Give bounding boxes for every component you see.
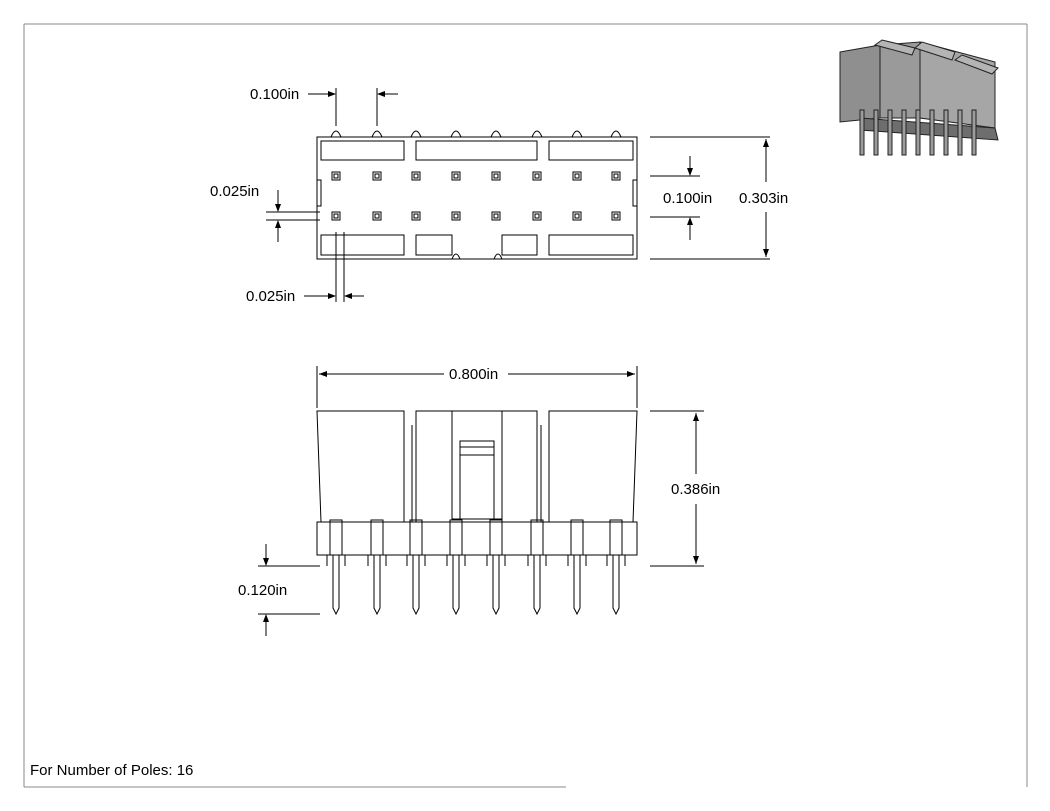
- pin-shroud: [449, 519, 463, 556]
- pin-pad-inner: [574, 173, 580, 179]
- pin-shroud: [609, 519, 623, 556]
- pin-pad: [372, 211, 382, 221]
- dim-total-length: 0.800in: [449, 366, 498, 383]
- model-pin: [901, 109, 907, 156]
- pin-lead: [612, 555, 620, 616]
- drawing-frame: [23, 23, 1028, 788]
- top-notch: [330, 130, 342, 138]
- dim-pad-size-left: 0.025in: [210, 183, 259, 200]
- dimension-arrows: [263, 91, 769, 622]
- top-notch: [490, 130, 502, 138]
- pin-pad-inner: [493, 213, 499, 219]
- pin-pad-inner: [333, 173, 339, 179]
- pin-pad-inner: [534, 173, 540, 179]
- top-notch: [410, 130, 422, 138]
- top-notch: [371, 130, 383, 138]
- pin-pad: [491, 171, 501, 181]
- pin-pad-inner: [374, 173, 380, 179]
- model-pin: [943, 109, 949, 156]
- pin-lead: [412, 555, 420, 616]
- pin-pad: [611, 211, 621, 221]
- pin-pad: [532, 211, 542, 221]
- model-pin: [859, 109, 865, 156]
- top-notch: [571, 130, 583, 138]
- pin-pad: [572, 211, 582, 221]
- top-notch: [610, 130, 622, 138]
- model-pin: [873, 109, 879, 156]
- pin-shroud: [530, 519, 544, 556]
- pin-pad: [411, 171, 421, 181]
- front-view: [316, 410, 638, 616]
- pin-pad-inner: [374, 213, 380, 219]
- pin-pad-inner: [453, 173, 459, 179]
- pin-shroud: [570, 519, 584, 556]
- top-notch: [531, 130, 543, 138]
- model-pin: [929, 109, 935, 156]
- pin-shroud: [370, 519, 384, 556]
- connector-3d-model: [839, 39, 999, 156]
- dim-pad-size-bottom: 0.025in: [246, 288, 295, 305]
- pin-pad-inner: [493, 173, 499, 179]
- model-pin: [971, 109, 977, 156]
- dim-total-depth: 0.303in: [739, 190, 788, 207]
- pin-shroud: [409, 519, 423, 556]
- model-pin: [957, 109, 963, 156]
- pin-pad-inner: [453, 213, 459, 219]
- pin-lead: [332, 555, 340, 616]
- pin-pad: [411, 211, 421, 221]
- pin-pad-inner: [534, 213, 540, 219]
- pin-pad: [331, 211, 341, 221]
- pin-pad: [372, 171, 382, 181]
- pin-pad: [451, 211, 461, 221]
- pin-pad: [572, 171, 582, 181]
- pin-lead: [452, 555, 460, 616]
- pin-shroud: [329, 519, 343, 556]
- pin-pad-inner: [333, 213, 339, 219]
- pin-pad: [331, 171, 341, 181]
- dim-pin-length: 0.120in: [238, 582, 287, 599]
- model-pin: [915, 109, 921, 156]
- top-view: [316, 130, 638, 260]
- dim-row-pitch: 0.100in: [663, 190, 712, 207]
- dimension-lines: [258, 88, 770, 636]
- pin-lead: [373, 555, 381, 616]
- pin-pad: [532, 171, 542, 181]
- pin-pad: [451, 171, 461, 181]
- top-notch: [450, 130, 462, 138]
- dim-pitch-top: 0.100in: [250, 86, 299, 103]
- model-pin: [887, 109, 893, 156]
- pin-pad-inner: [574, 213, 580, 219]
- pin-pad-inner: [413, 173, 419, 179]
- poles-note: For Number of Poles: 16: [30, 762, 193, 779]
- pin-pad: [491, 211, 501, 221]
- pin-lead: [533, 555, 541, 616]
- pin-pad: [611, 171, 621, 181]
- pin-pad-inner: [613, 213, 619, 219]
- pin-pad-inner: [613, 173, 619, 179]
- pin-lead: [573, 555, 581, 616]
- pin-pad-inner: [413, 213, 419, 219]
- pin-shroud: [489, 519, 503, 556]
- pin-lead: [492, 555, 500, 616]
- dim-body-height: 0.386in: [671, 481, 720, 498]
- top-view-outline: [316, 136, 638, 260]
